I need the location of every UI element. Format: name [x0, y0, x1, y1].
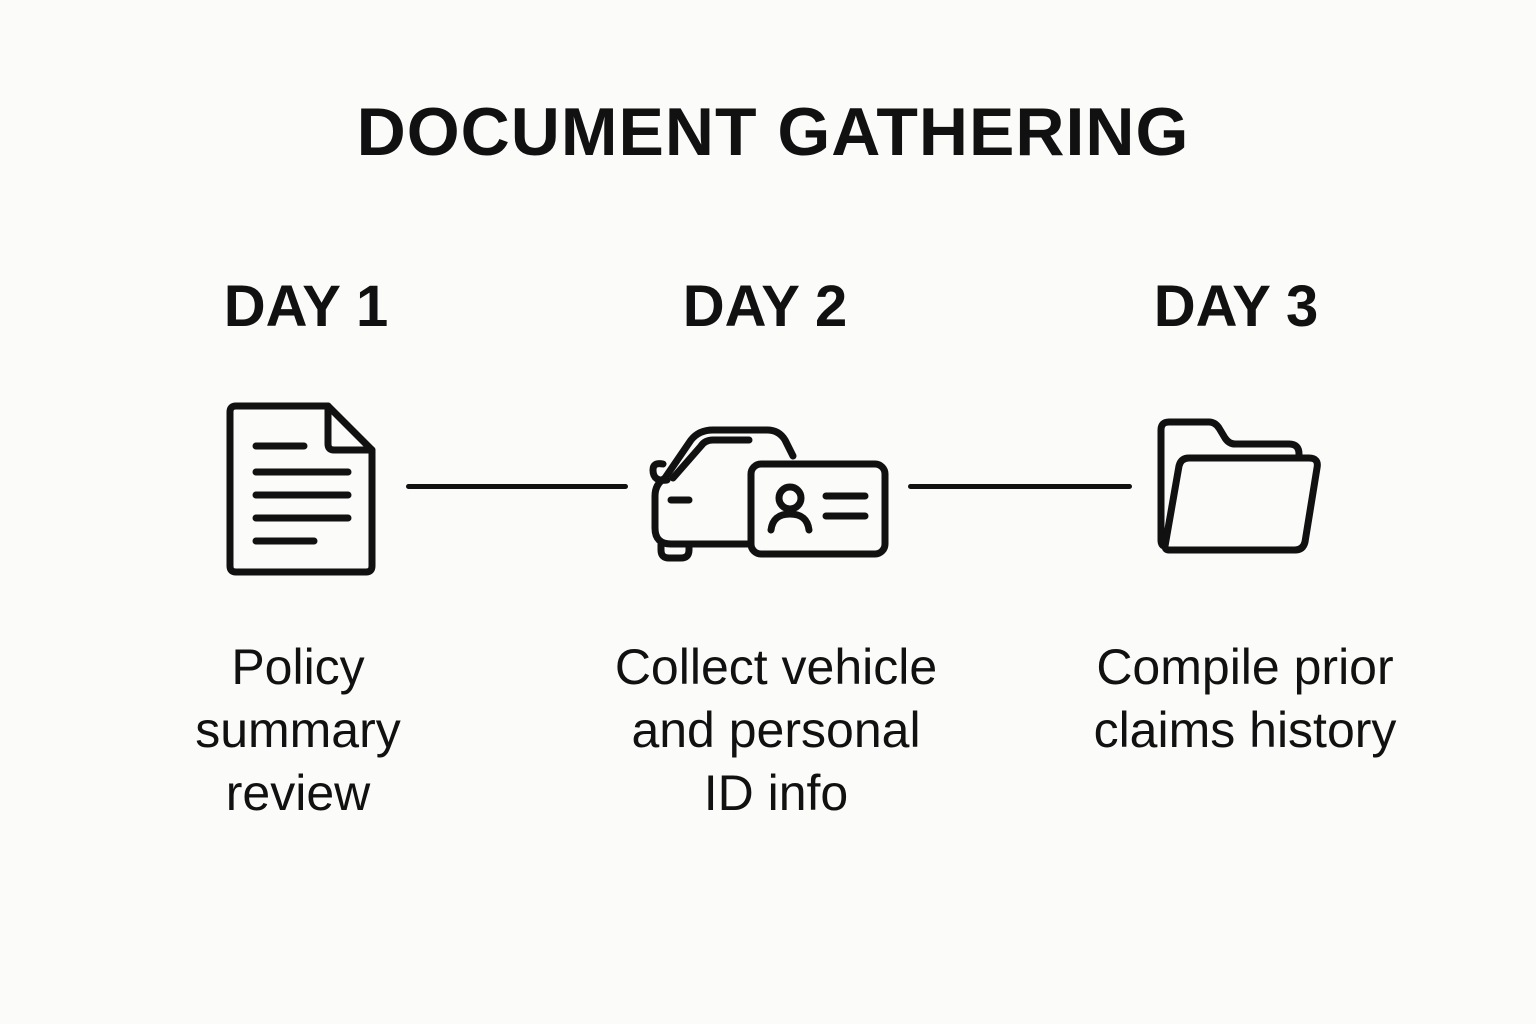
step-1-description-line-1: Policy [231, 639, 365, 695]
document-icon [226, 402, 376, 576]
step-3-day-label: DAY 3 [1153, 274, 1319, 339]
step-1-description: Policy summary review [88, 636, 508, 825]
folder-icon [1157, 418, 1321, 554]
diagram-title-text: DOCUMENT GATHERING [356, 94, 1190, 170]
step-3-description-line-1: Compile prior [1096, 639, 1394, 695]
step-2-description-line-3: ID info [703, 765, 849, 821]
step-3-description-line-2: claims history [1093, 702, 1397, 758]
step-1-description-line-3: review [225, 765, 371, 821]
diagram-title: DOCUMENT GATHERING [0, 92, 1536, 172]
step-1-day-label: DAY 1 [223, 274, 389, 339]
step-2-day-label: DAY 2 [682, 274, 848, 339]
step-2-description-line-2: and personal [631, 702, 921, 758]
car-and-id-card-icon [649, 426, 889, 562]
step-3-description: Compile prior claims history [1035, 636, 1455, 762]
step-1-description-line-2: summary [195, 702, 401, 758]
step-2-description: Collect vehicle and personal ID info [566, 636, 986, 825]
step-2-description-line-1: Collect vehicle [614, 639, 938, 695]
connector-line-2-3 [908, 484, 1132, 489]
connector-line-1-2 [406, 484, 628, 489]
